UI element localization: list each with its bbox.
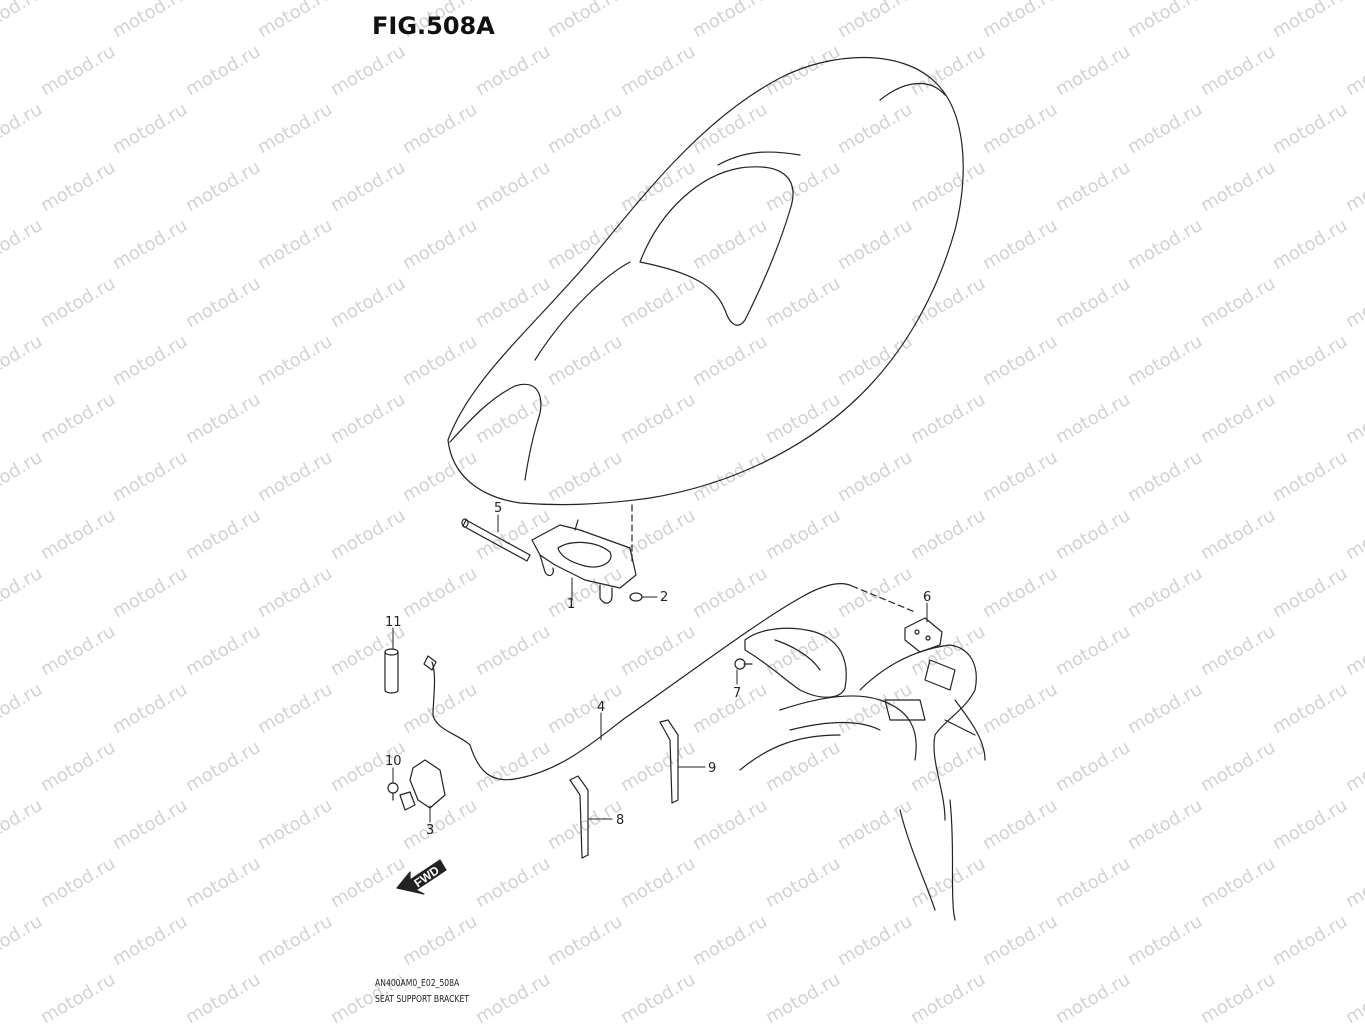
leader-lines: [392, 514, 928, 823]
pin-part-5: [461, 518, 531, 562]
callout-2: 2: [660, 590, 668, 605]
seat-part: [447, 56, 964, 506]
callout-6: 6: [923, 590, 931, 605]
cable-tie-part-9: [659, 719, 679, 804]
latch-part-3: [399, 759, 446, 811]
cylinder-part-11: [384, 648, 399, 694]
fwd-arrow-icon: [396, 859, 447, 895]
fwd-label: FWD: [411, 863, 442, 890]
bolt-part-10: [387, 782, 399, 801]
callout-4: 4: [597, 700, 605, 715]
callout-5: 5: [494, 501, 502, 516]
screw-part-7: [734, 658, 753, 670]
frame-section: [739, 627, 986, 921]
callout-10: 10: [385, 754, 402, 769]
bracket-part-1: [531, 519, 637, 604]
figure-title: FIG.508A: [372, 12, 495, 40]
callout-1: 1: [567, 597, 575, 612]
figure-caption: SEAT SUPPORT BRACKET: [375, 994, 469, 1005]
callout-3: 3: [426, 823, 434, 838]
lock-part-6: [904, 617, 943, 653]
figure-code: AN400AM0_E02_508A: [375, 978, 460, 989]
callout-7: 7: [733, 686, 741, 701]
callout-8: 8: [616, 813, 624, 828]
callout-9: 9: [708, 761, 716, 776]
callout-11: 11: [385, 615, 402, 630]
cable-part-4: [423, 583, 916, 781]
cable-tie-part-8: [569, 775, 589, 859]
